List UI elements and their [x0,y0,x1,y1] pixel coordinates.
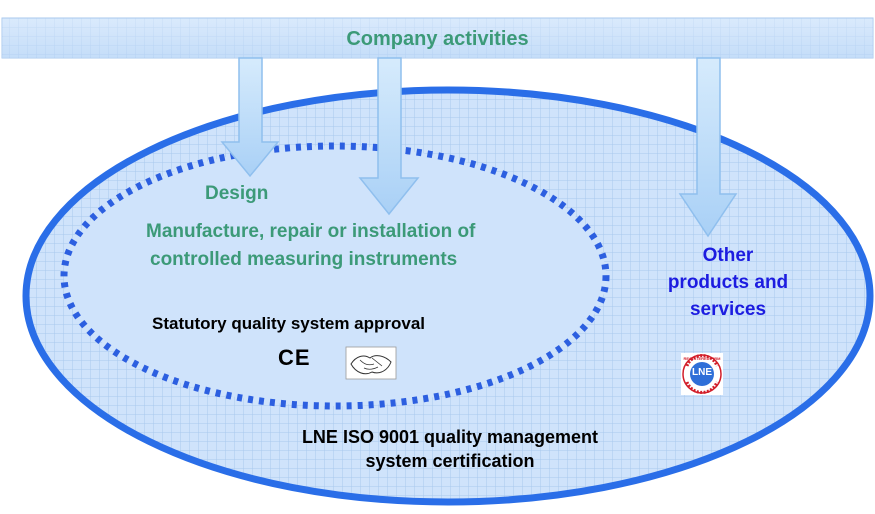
other-services-label-line1: Other [702,245,754,266]
design-label: Design [205,183,269,204]
iso-certification-label-line2: system certification [365,451,535,471]
badge-top-text: REGISTERED FIRM [683,356,721,361]
handshake-icon [345,346,397,380]
badge-center-text: LNE [692,367,712,378]
arrow-to-other-services [678,57,738,238]
manufacture-label-line1: Manufacture, repair or installation of [146,221,476,242]
iso-certification-label-line1: LNE ISO 9001 quality management [301,427,599,447]
statutory-approval-label: Statutory quality system approval [152,314,426,333]
arrow-to-manufacture [358,57,420,216]
ce-mark-icon: CE [278,345,311,370]
other-services-label-line3: services [689,299,767,320]
statutory-approval-ellipse [60,142,610,410]
lne-registered-firm-badge [681,353,723,395]
arrow-to-design [220,57,280,178]
manufacture-label-line2: controlled measuring instruments [150,249,458,270]
other-services-label-line2: products and [667,272,789,293]
banner-title: Company activities [346,28,529,50]
